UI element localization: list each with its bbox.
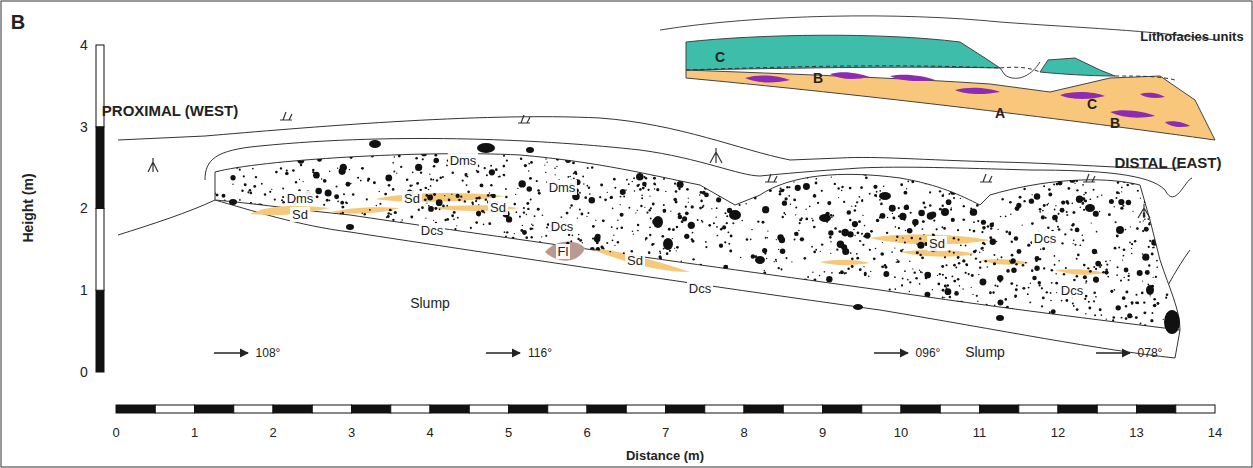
label: Distance (m) <box>626 449 704 462</box>
label: 096° <box>916 347 941 359</box>
clast-stipple <box>210 143 1188 337</box>
label: 2 <box>80 201 88 215</box>
label: 3 <box>80 120 88 134</box>
label: 1 <box>80 283 88 297</box>
facies-code: Dms <box>448 153 479 168</box>
label: C <box>1087 97 1097 111</box>
label: B <box>11 12 25 32</box>
label: 1 <box>191 426 198 439</box>
label: C <box>715 50 725 64</box>
label: 2 <box>269 426 276 439</box>
scale-bars <box>96 45 1215 413</box>
facies-code: Dcs <box>549 219 575 234</box>
facies-code: Dms <box>285 191 316 206</box>
label: 10 <box>894 426 908 439</box>
label: 0 <box>112 426 119 439</box>
label: 108° <box>256 347 281 359</box>
label: 4 <box>426 426 433 439</box>
label: DISTAL (EAST) <box>1115 155 1222 170</box>
facies-code: Dcs <box>1059 283 1085 298</box>
facies-code: Dcs <box>419 223 445 238</box>
label: 5 <box>505 426 512 439</box>
label: Lithofacies units <box>1140 30 1243 43</box>
label: B <box>813 71 823 85</box>
label: Slump <box>965 345 1005 359</box>
label: 3 <box>348 426 355 439</box>
large-clasts <box>229 140 1180 334</box>
facies-code: Dms <box>547 180 578 195</box>
label: 7 <box>662 426 669 439</box>
label: PROXIMAL (WEST) <box>102 103 238 118</box>
facies-code: Sd <box>625 253 645 268</box>
outcrop-sketch <box>118 117 1192 358</box>
facies-code: Dcs <box>1032 231 1058 246</box>
label: 0 <box>80 365 88 379</box>
label: 078° <box>1138 347 1163 359</box>
facies-code: Sd <box>290 207 310 222</box>
label: 116° <box>528 347 552 359</box>
label: 11 <box>973 426 987 439</box>
label: A <box>995 106 1005 120</box>
label: 8 <box>740 426 747 439</box>
facies-code: Sd <box>402 191 422 206</box>
diamictite-body <box>215 154 1180 330</box>
facies-code: Fl <box>556 244 571 259</box>
label: 12 <box>1051 426 1065 439</box>
label: 14 <box>1208 426 1222 439</box>
facies-code: Sd <box>927 236 947 251</box>
label: 6 <box>583 426 590 439</box>
vegetation-symbols <box>148 112 1150 218</box>
sand-lenses <box>250 193 1105 275</box>
label: 4 <box>80 38 88 52</box>
label: Height (m) <box>21 173 35 242</box>
facies-code: Dcs <box>687 281 713 296</box>
label: 9 <box>819 426 826 439</box>
lithofacies-inset <box>660 16 1215 140</box>
label: 13 <box>1129 426 1143 439</box>
label: Slump <box>410 296 450 310</box>
label: B <box>1110 116 1120 130</box>
facies-code: Sd <box>488 200 508 215</box>
